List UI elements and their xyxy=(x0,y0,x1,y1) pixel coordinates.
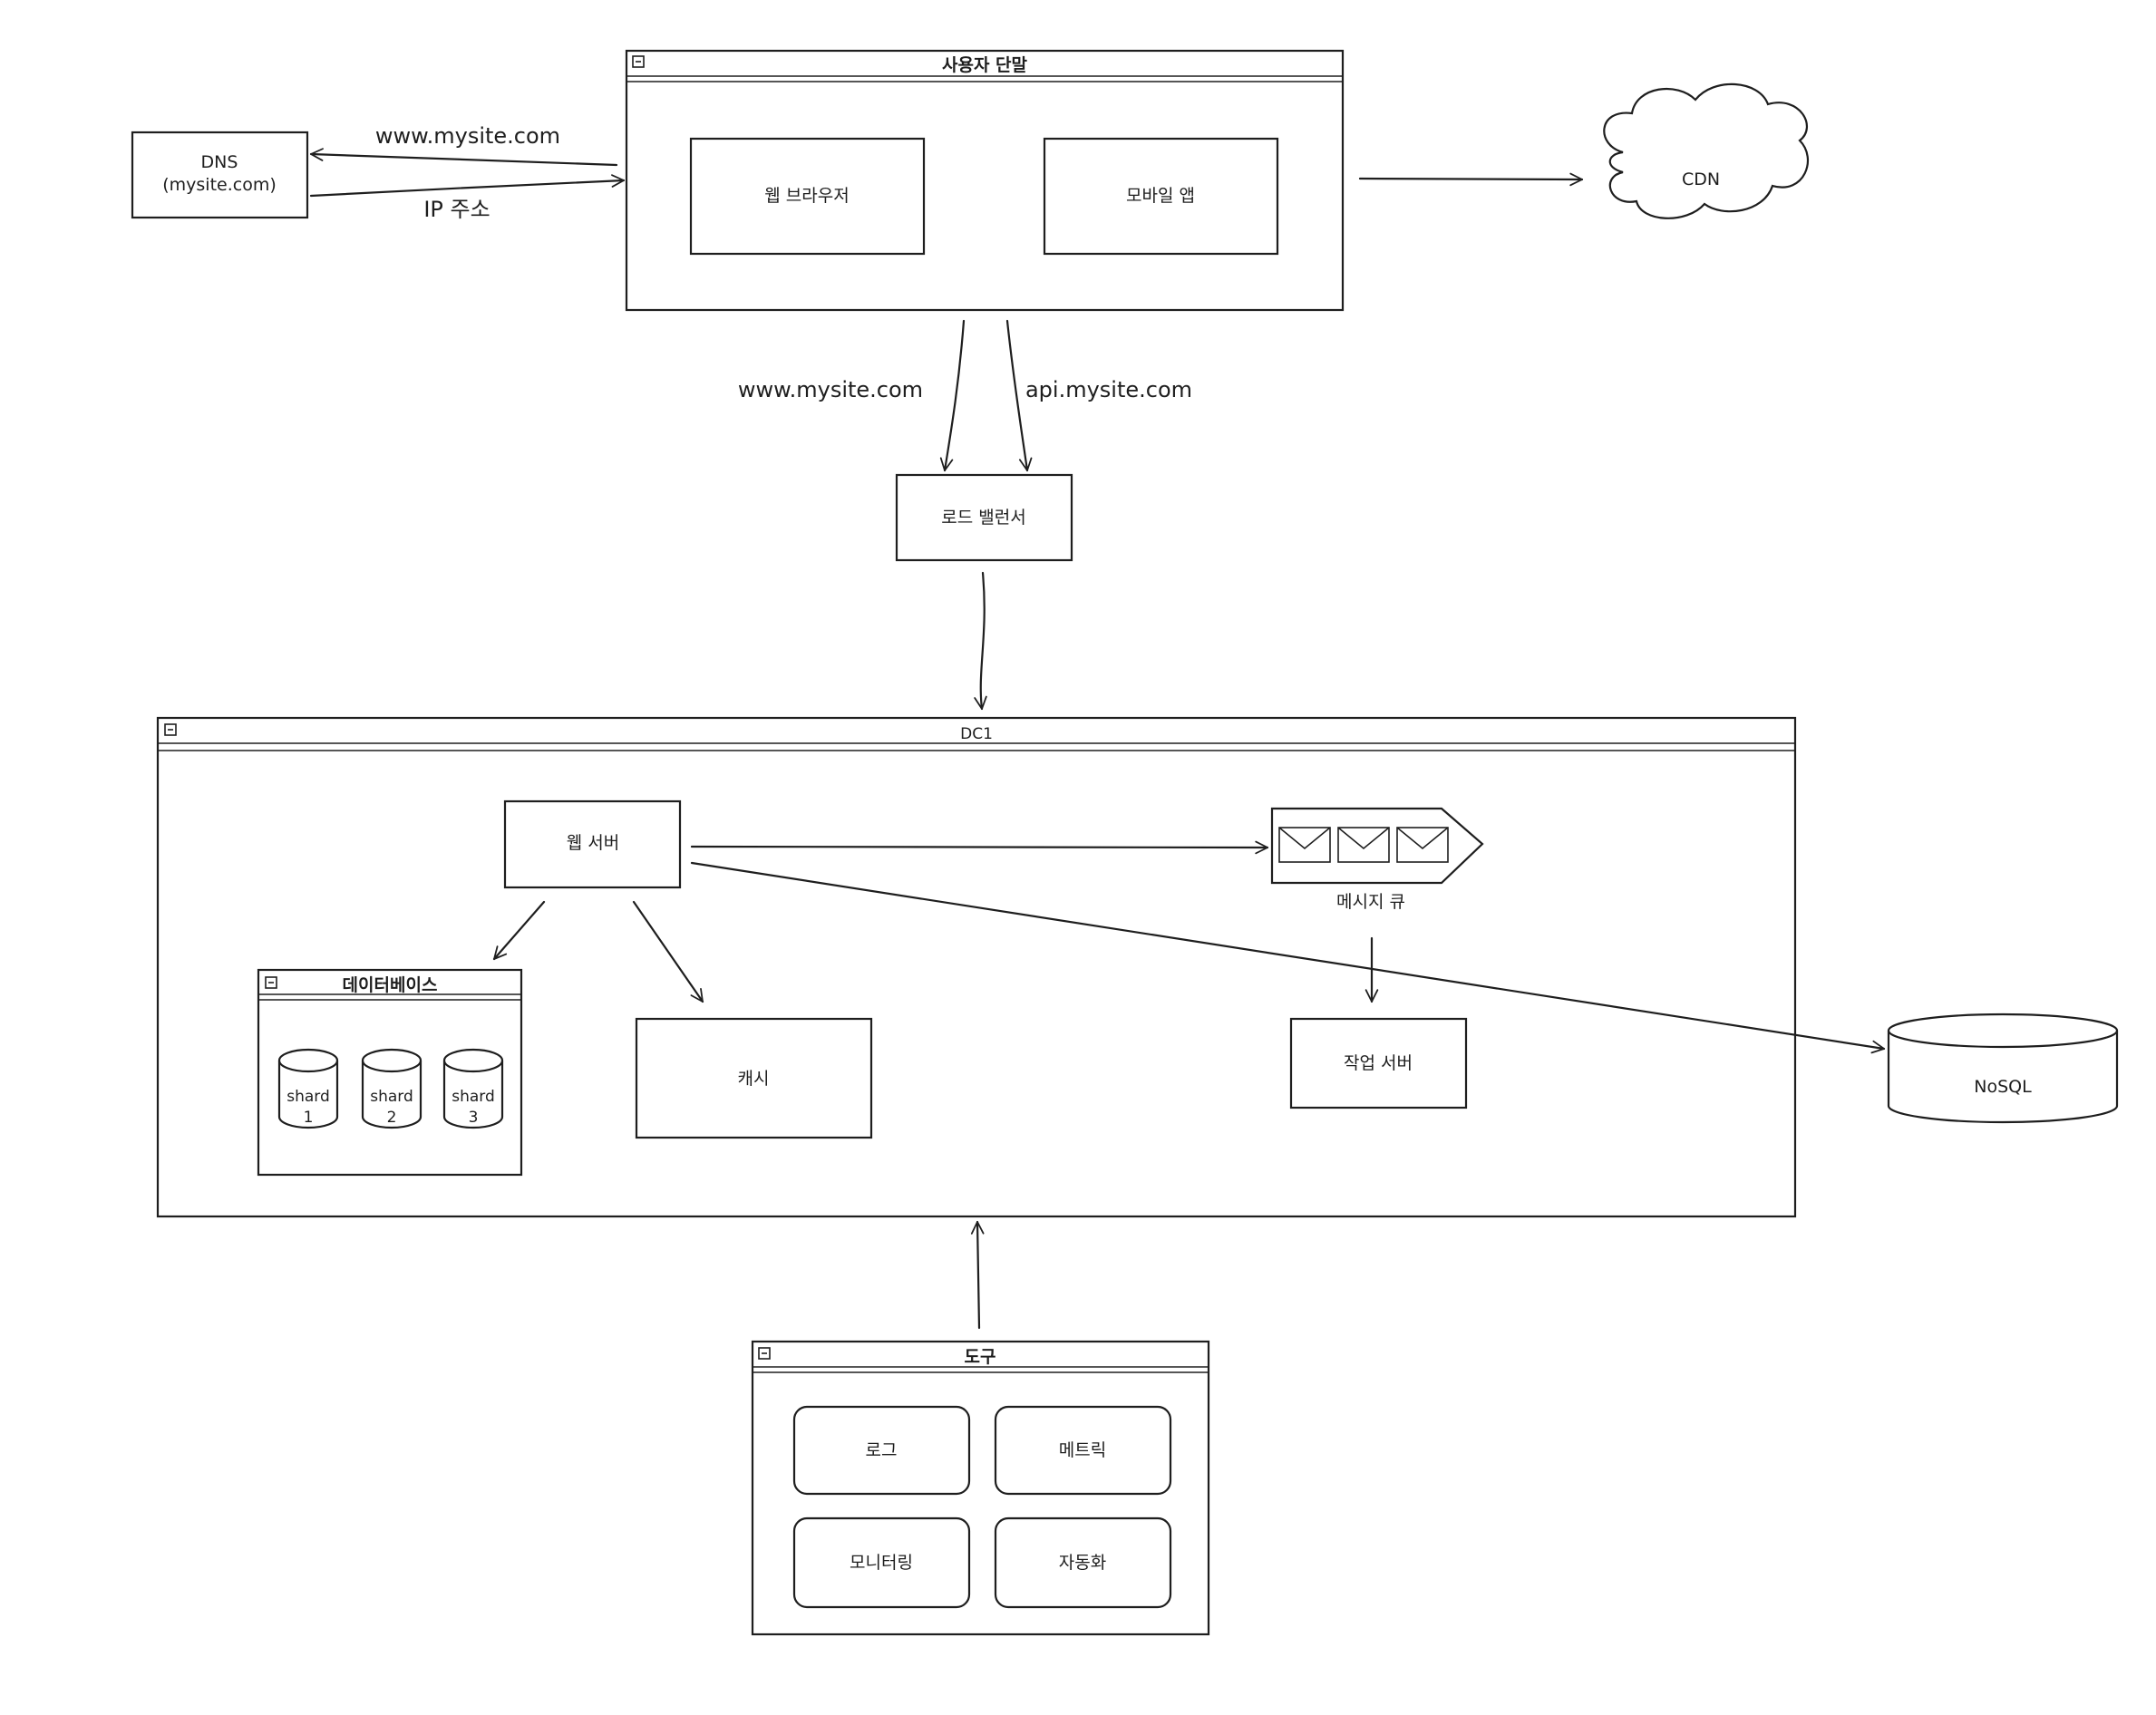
edge-web-to-nosql xyxy=(690,861,1886,1054)
cache-label: 캐시 xyxy=(738,1069,770,1089)
database-window[interactable]: 데이터베이스 xyxy=(257,968,523,1177)
web-browser-label: 웹 브라우저 xyxy=(764,186,849,206)
shard-label: shard xyxy=(452,1088,495,1106)
envelope-icon xyxy=(1396,827,1449,863)
tools-window[interactable]: 도구 xyxy=(751,1340,1210,1636)
cdn-node[interactable]: CDN xyxy=(1603,82,1809,219)
mobile-app-label: 모바일 앱 xyxy=(1126,186,1195,206)
worker-server-node[interactable]: 작업 서버 xyxy=(1289,1017,1468,1109)
edge-label-from-dns: IP 주소 xyxy=(423,197,490,222)
nosql-node[interactable]: NoSQL xyxy=(1887,1013,2119,1124)
edge-tools-to-dc xyxy=(970,1220,985,1330)
shard-number: 1 xyxy=(304,1109,314,1127)
tools-title: 도구 xyxy=(965,1347,996,1367)
cdn-label: CDN xyxy=(1682,170,1720,189)
edge-device-to-lb-api xyxy=(1005,319,1033,472)
shard-label: shard xyxy=(286,1088,330,1106)
tool-log[interactable]: 로그 xyxy=(792,1405,971,1496)
shard-1[interactable]: shard 1 xyxy=(277,1048,339,1129)
collapse-icon[interactable] xyxy=(758,1347,771,1360)
envelope-icon xyxy=(1278,827,1331,863)
shard-number: 2 xyxy=(387,1109,397,1127)
dc-window[interactable]: DC1 xyxy=(156,716,1797,1218)
collapse-icon[interactable] xyxy=(632,55,645,68)
tool-monitoring[interactable]: 모니터링 xyxy=(792,1516,971,1609)
shard-2[interactable]: shard 2 xyxy=(361,1048,422,1129)
mobile-app-node[interactable]: 모바일 앱 xyxy=(1043,137,1279,256)
web-server-node[interactable]: 웹 서버 xyxy=(503,799,682,889)
message-queue-label: 메시지 큐 xyxy=(1336,892,1405,912)
edge-dns-to-device xyxy=(309,174,626,198)
load-balancer-label: 로드 밸런서 xyxy=(941,508,1025,528)
envelope-icon xyxy=(1337,827,1390,863)
tool-label: 자동화 xyxy=(1059,1553,1106,1573)
nosql-label: NoSQL xyxy=(1974,1077,2032,1097)
tool-automation[interactable]: 자동화 xyxy=(994,1516,1172,1609)
shard-label: shard xyxy=(370,1088,413,1106)
dc-title: DC1 xyxy=(960,725,993,743)
collapse-icon[interactable] xyxy=(265,976,277,989)
user-device-window[interactable]: 사용자 단말 xyxy=(625,49,1345,312)
shard-number: 3 xyxy=(469,1109,479,1127)
tool-metric[interactable]: 메트릭 xyxy=(994,1405,1172,1496)
user-device-title: 사용자 단말 xyxy=(942,55,1028,75)
tool-label: 로그 xyxy=(866,1440,898,1460)
worker-server-label: 작업 서버 xyxy=(1344,1053,1413,1073)
edge-web-to-cache xyxy=(632,900,704,1003)
edge-web-to-db xyxy=(492,900,546,961)
edge-web-to-queue xyxy=(690,840,1269,855)
edge-label-to-lb-web: www.mysite.com xyxy=(738,377,923,402)
web-browser-node[interactable]: 웹 브라우저 xyxy=(689,137,926,256)
web-server-label: 웹 서버 xyxy=(567,833,619,853)
edge-device-to-dns xyxy=(309,148,618,167)
dns-label: DNS xyxy=(201,152,238,172)
load-balancer-node[interactable]: 로드 밸런서 xyxy=(895,473,1073,562)
edge-label-to-lb-api: api.mysite.com xyxy=(1025,377,1192,402)
cache-node[interactable]: 캐시 xyxy=(635,1017,873,1139)
edge-lb-to-dc xyxy=(974,571,987,711)
message-queue-node[interactable]: 메시지 큐 xyxy=(1270,807,1484,912)
dns-node[interactable]: DNS (mysite.com) xyxy=(131,131,309,219)
collapse-icon[interactable] xyxy=(164,723,177,736)
edge-label-to-dns: www.mysite.com xyxy=(375,123,560,149)
dns-sublabel: (mysite.com) xyxy=(162,175,277,195)
edge-device-to-lb-web xyxy=(939,319,966,472)
tool-label: 메트릭 xyxy=(1059,1440,1106,1460)
tool-label: 모니터링 xyxy=(850,1553,913,1573)
database-title: 데이터베이스 xyxy=(343,975,438,995)
shard-3[interactable]: shard 3 xyxy=(442,1048,504,1129)
